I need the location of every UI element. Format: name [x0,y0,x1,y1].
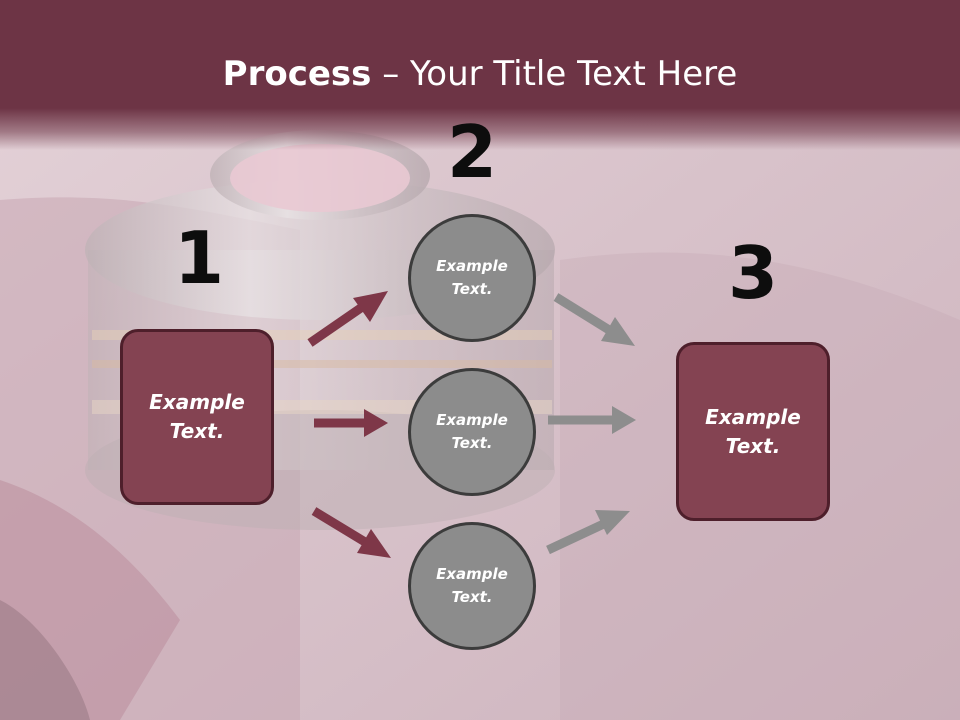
page-title: Process – Your Title Text Here [0,52,960,96]
step-number-3: 3 [727,231,779,315]
step-box-1: Example Text. [120,329,274,505]
step-box-1-label: Example Text. [149,390,245,443]
circle-bottom: Example Text. [408,522,536,650]
title-bold: Process [222,54,372,94]
step-number-1: 1 [173,216,225,300]
circle-top: Example Text. [408,214,536,342]
title-separator: – [371,54,411,94]
circle-middle-label: Example Text. [436,411,508,452]
circle-bottom-label: Example Text. [436,565,508,606]
circle-top-label: Example Text. [436,257,508,298]
title-rest: Your Title Text Here [410,54,738,94]
title-band [0,0,960,150]
step-box-3-label: Example Text. [705,404,801,458]
step-number-2: 2 [446,110,498,194]
circle-middle: Example Text. [408,368,536,496]
step-box-3: Example Text. [676,342,830,521]
